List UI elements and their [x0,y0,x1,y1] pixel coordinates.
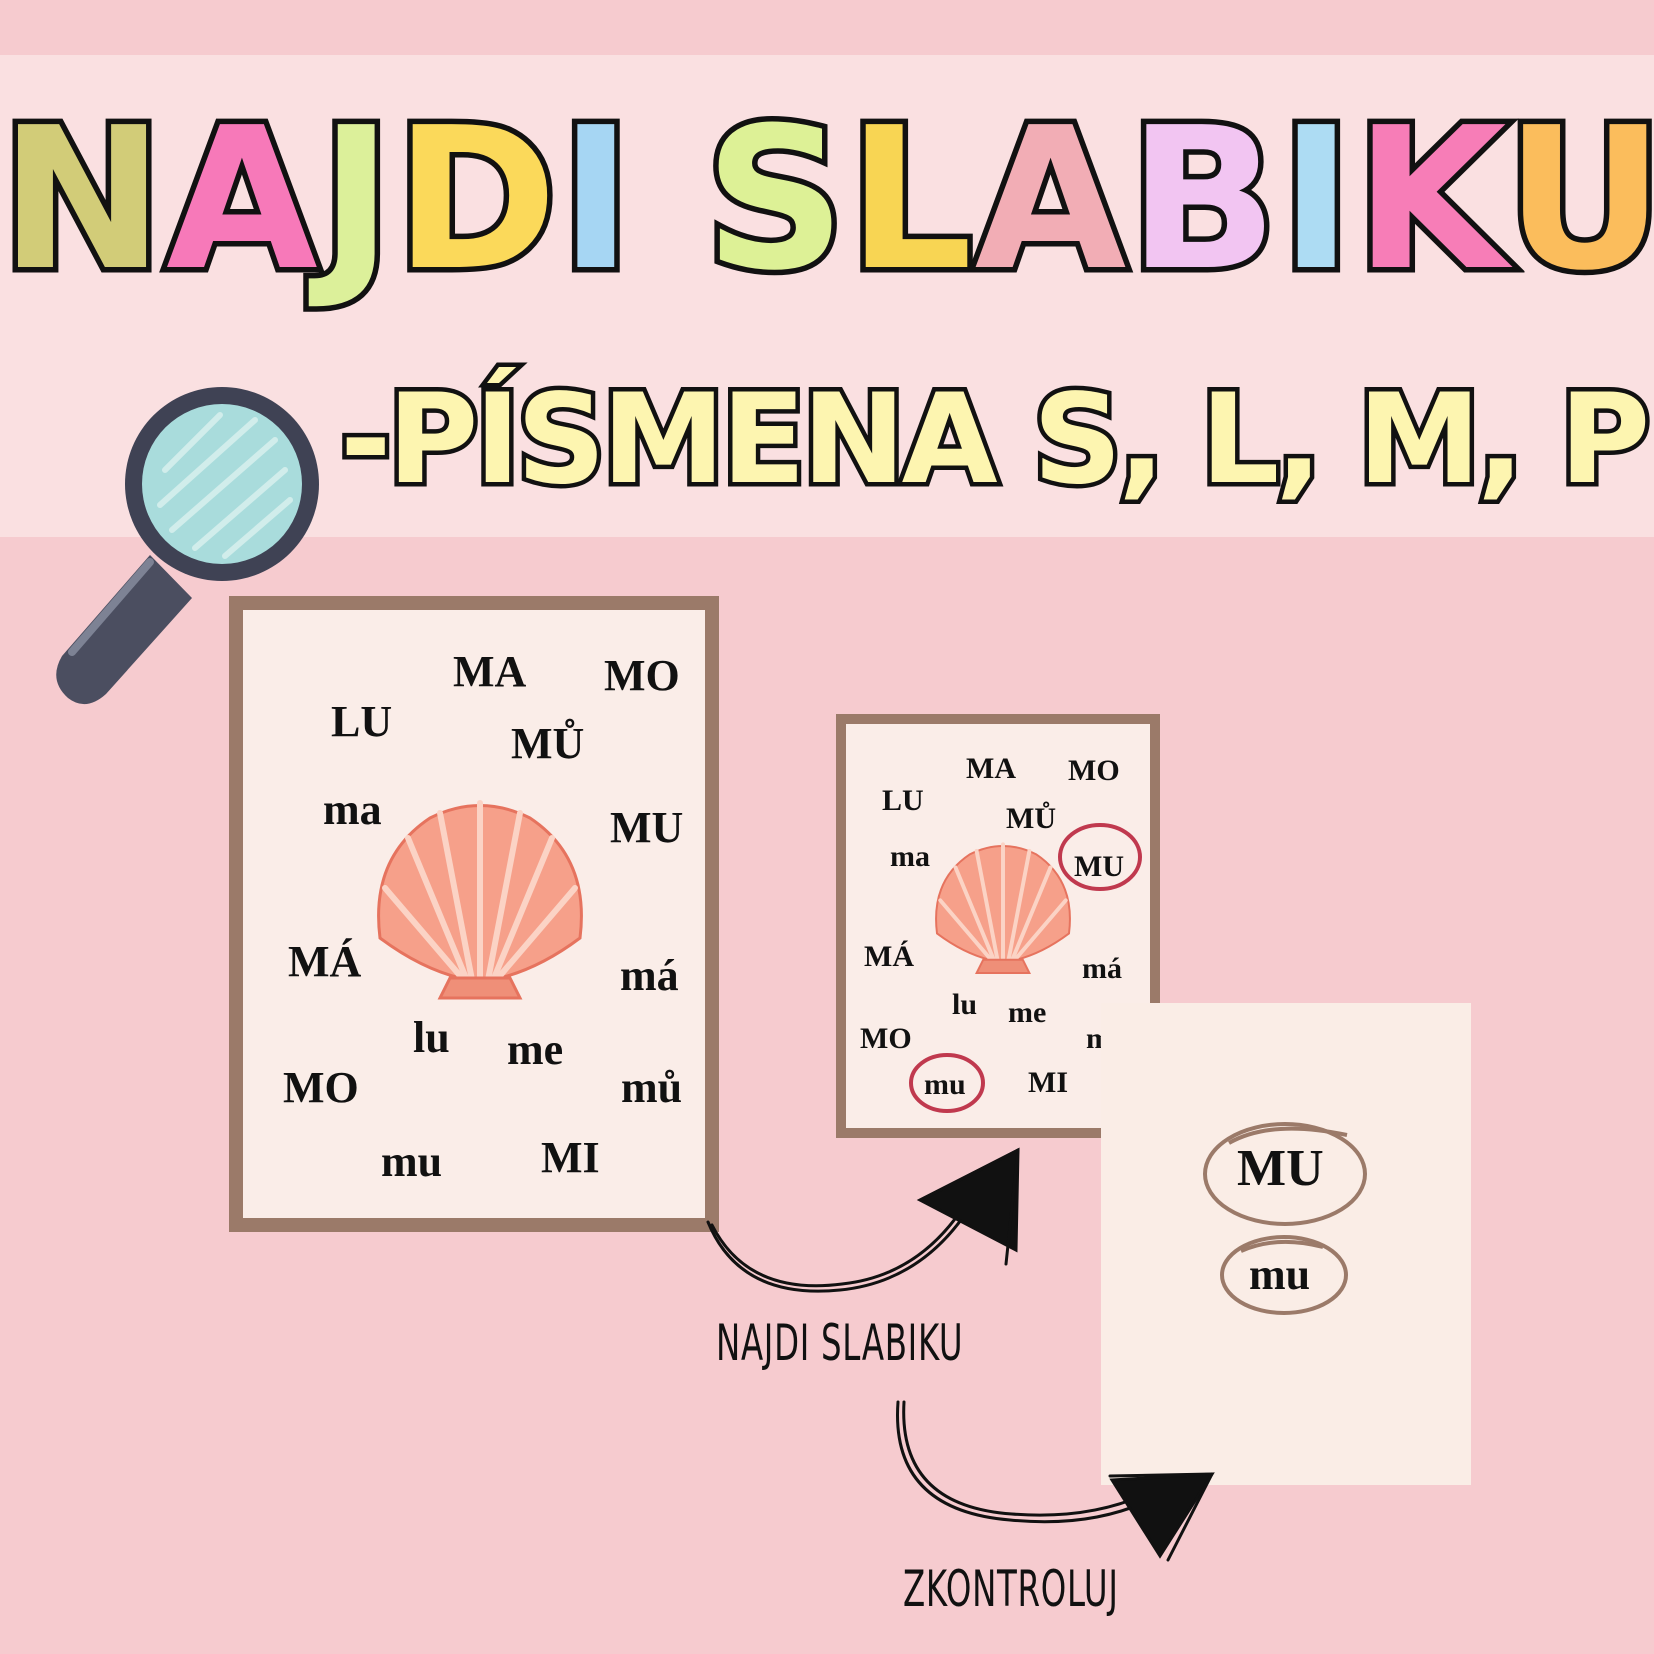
syllable: MO [604,651,680,700]
page-subtitle: -PÍSMENA S, L, M, P [335,366,1654,515]
title-letter: L [842,85,978,316]
answer-rings [1203,1122,1367,1315]
syllable: MO [283,1063,359,1112]
syllable: lu [952,988,978,1021]
syllable: MA [966,752,1016,785]
syllable: má [1082,952,1122,985]
syllable: ma [323,785,382,834]
arrow-check [896,1400,1215,1562]
worksheet-solved: MA MO LU MŮ ma MU MÁ má lu me MO m mu MI [836,714,1160,1138]
syllable: MU [610,803,684,852]
syllable-highlighted: mu [924,1068,966,1101]
syllable: LU [331,697,393,746]
title-letter: S [699,85,851,316]
syllable: mů [621,1063,683,1112]
title-letter: D [389,85,563,316]
answer-upper: MU [1237,1140,1324,1197]
title-letter: U [1500,85,1654,316]
syllable: MÁ [288,937,362,986]
syllable: MI [541,1133,600,1182]
syllable: LU [882,784,924,817]
syllable: MŮ [1006,802,1056,835]
title-letter: I [554,85,638,316]
title-letter: N [0,85,170,316]
syllable: ma [890,840,930,873]
label-check: ZKONTROLUJ [903,1560,1119,1618]
title-letter: I [1274,85,1358,316]
syllable: lu [413,1013,450,1062]
title-letter: A [969,85,1132,316]
highlight-circle [909,1053,985,1113]
label-find-syllable: NAJDI SLABIKU [716,1314,964,1372]
arrow-find [706,1147,1020,1293]
title-letter: J [314,85,398,316]
syllable: me [1008,996,1047,1029]
shell-image-small [934,842,1072,975]
page-title: NAJDI SLABIKU [0,85,1654,316]
syllable: MA [453,647,527,696]
syllable: me [507,1025,564,1074]
title-letter: B [1123,85,1283,316]
title-letter: A [161,85,324,316]
answer-lower: mu [1249,1250,1311,1299]
shell-image [379,803,582,998]
syllable: MO [860,1022,912,1055]
answer-card: MU mu [1101,1003,1471,1485]
syllable: MO [1068,754,1120,787]
syllable: MÁ [864,940,914,973]
syllable-highlighted: MU [1074,850,1124,883]
syllable: MŮ [511,719,585,768]
highlight-circle [1058,823,1142,891]
syllable: mu [381,1137,443,1186]
title-letter: K [1349,85,1508,316]
syllable: MI [1028,1066,1068,1099]
syllable: má [620,951,679,1000]
